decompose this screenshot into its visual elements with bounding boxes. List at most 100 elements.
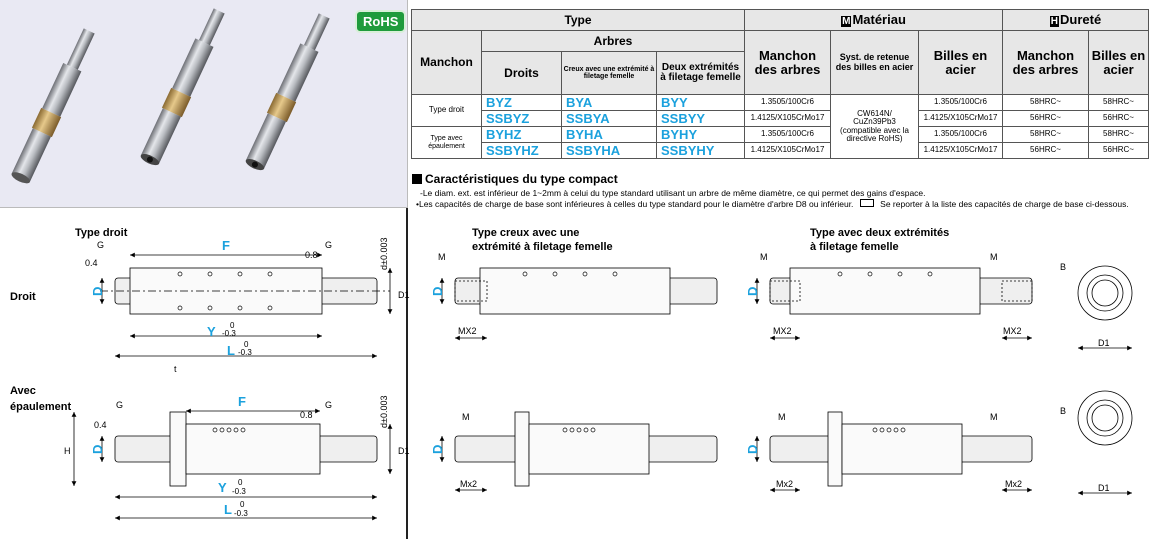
durete-mark-icon: H [1049, 16, 1060, 27]
durete-cell: 58HRC~ [1002, 126, 1089, 143]
retenue-cell: CW614N/ CuZn39Pb3 (compatible avec la di… [830, 94, 919, 159]
header-creux: Creux avec une extrémité à filetage feme… [561, 51, 657, 95]
dim-y: Y [207, 324, 216, 339]
durete-cell: 58HRC~ [1088, 94, 1149, 111]
row-type-droit: Type droit [411, 94, 482, 127]
tol-y-dn: -0.3 [222, 329, 236, 338]
label-mx2-5: Mx2 [776, 479, 793, 489]
tol-l-up: 0 [244, 340, 249, 349]
dim-l: L [227, 343, 235, 358]
dim-l-2: L [224, 502, 232, 517]
header-arbres: Arbres [481, 30, 745, 52]
g-label-3: G [116, 400, 123, 410]
material-cell: 1.4125/X105CrMo17 [744, 142, 831, 159]
label-mx2: MX2 [458, 326, 477, 336]
rohs-badge: RoHS [355, 10, 407, 33]
label-deux-1: Type avec deux extrémités [810, 227, 949, 239]
dim-d-6: D [745, 445, 760, 454]
dim-h: H [64, 446, 71, 456]
label-deux-2: à filetage femelle [810, 241, 899, 253]
features-title: Caractéristiques du type compact [412, 172, 618, 186]
code-cell: BYHA [561, 126, 657, 143]
header-droits: Droits [481, 51, 562, 95]
dim-d1-2: D1 [398, 446, 410, 456]
label-mx2-4: Mx2 [460, 479, 477, 489]
dim-d-2: D [430, 287, 445, 296]
header-syst: Syst. de retenue des billes en acier [830, 30, 919, 95]
label-d1-end: D1 [1098, 338, 1110, 348]
label-droit: Droit [10, 291, 36, 303]
label-type-droit: Type droit [75, 227, 128, 239]
label-m-4: M [462, 412, 470, 422]
tol-d-2: d±0.003 [379, 396, 389, 428]
durete-cell: 56HRC~ [1002, 110, 1089, 127]
rough-08: 0.8 [305, 250, 318, 260]
code-cell: BYY [656, 94, 745, 111]
technical-drawings: Type droit Droit Avec épaulement Type cr… [10, 227, 1133, 521]
label-epaulement: épaulement [10, 401, 71, 413]
durete-cell: 56HRC~ [1088, 142, 1149, 159]
label-mx2-3: MX2 [1003, 326, 1022, 336]
g-label-4: G [325, 400, 332, 410]
rough-08-2: 0.8 [300, 410, 313, 420]
tol-l2-up: 0 [240, 500, 245, 509]
label-b-2: B [1060, 406, 1066, 416]
tol-y-up: 0 [230, 321, 235, 330]
tol-l-dn: -0.3 [238, 348, 252, 357]
durete-cell: 56HRC~ [1088, 110, 1149, 127]
code-cell: BYA [561, 94, 657, 111]
feature-line-1: -Le diam. ext. est inférieur de 1~2mm à … [420, 188, 926, 198]
code-cell: BYHZ [481, 126, 562, 143]
tol-y2-dn: -0.3 [232, 487, 246, 496]
dim-t: t [174, 364, 177, 374]
label-b: B [1060, 262, 1066, 272]
dim-d1: D1 [398, 290, 410, 300]
product-photo: RoHS [0, 0, 408, 208]
material-cell: 1.3505/100Cr6 [744, 94, 831, 111]
row-type-epaulement: Type avec épaulement [411, 126, 482, 159]
bille-cell: 1.4125/X105CrMo17 [918, 142, 1003, 159]
code-cell: SSBYHZ [481, 142, 562, 159]
label-creux-1: Type creux avec une [472, 227, 579, 239]
bille-cell: 1.3505/100Cr6 [918, 94, 1003, 111]
material-cell: 1.3505/100Cr6 [744, 126, 831, 143]
label-m: M [438, 252, 446, 262]
code-cell: SSBYHA [561, 142, 657, 159]
dim-d-3: D [745, 287, 760, 296]
durete-cell: 58HRC~ [1002, 94, 1089, 111]
label-m-5: M [778, 412, 786, 422]
dim-f-2: F [238, 394, 246, 409]
label-m-6: M [990, 412, 998, 422]
material-cell: 1.4125/X105CrMo17 [744, 110, 831, 127]
code-cell: BYZ [481, 94, 562, 111]
tol-l2-dn: -0.3 [234, 509, 248, 518]
reference-icon [859, 199, 874, 207]
code-cell: SSBYY [656, 110, 745, 127]
rough-04: 0.4 [85, 258, 98, 268]
label-creux-2: extrémité à filetage femelle [472, 241, 613, 253]
code-cell: SSBYZ [481, 110, 562, 127]
header-durete-manchon: Manchon des arbres [1002, 30, 1089, 95]
header-type: Type [411, 9, 745, 31]
code-cell: BYHY [656, 126, 745, 143]
rough-04-2: 0.4 [94, 420, 107, 430]
header-deux: Deux extrémités à filetage femelle [656, 51, 745, 95]
label-m-2: M [760, 252, 768, 262]
dim-f: F [222, 238, 230, 253]
label-d1-end-2: D1 [1098, 483, 1110, 493]
feature-line-2: •Les capacités de charge de base sont in… [416, 199, 1129, 209]
header-manchon-arbres: Manchon des arbres [744, 30, 831, 95]
shafts-illustration [11, 8, 330, 184]
durete-cell: 58HRC~ [1088, 126, 1149, 143]
dim-d: D [90, 287, 105, 296]
bille-cell: 1.4125/X105CrMo17 [918, 110, 1003, 127]
dim-d-4: D [90, 445, 105, 454]
durete-cell: 56HRC~ [1002, 142, 1089, 159]
g-label-2: G [325, 240, 332, 250]
tol-y2-up: 0 [238, 478, 243, 487]
header-durete-billes: Billes en acier [1088, 30, 1149, 95]
label-mx2-6: Mx2 [1005, 479, 1022, 489]
